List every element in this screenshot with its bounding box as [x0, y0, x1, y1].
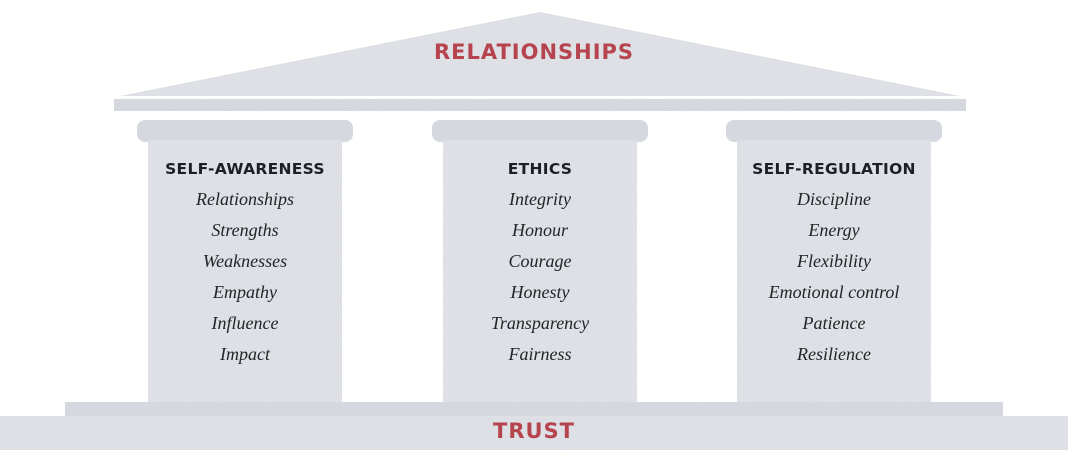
roof-label: RELATIONSHIPS: [433, 40, 635, 64]
pillar-items: Integrity Honour Courage Honesty Transpa…: [435, 184, 645, 370]
pillar-shaft-2: [443, 140, 637, 402]
pillar-shaft-3: [737, 140, 931, 402]
pillar-items: Discipline Energy Flexibility Emotional …: [729, 184, 939, 370]
pillar-item: Transparency: [490, 313, 590, 333]
pillar-title: SELF-REGULATION: [752, 160, 916, 178]
pillar-title: SELF-AWARENESS: [165, 160, 325, 178]
pillar-item: Honour: [511, 220, 568, 240]
pillar-item: Strengths: [211, 220, 279, 240]
architrave: [114, 99, 966, 111]
pillar-shaft-1: [148, 140, 342, 402]
pillar-item: Resilience: [797, 344, 871, 364]
pillar-capital-2: [432, 120, 648, 142]
pillar-item: Energy: [808, 220, 860, 240]
pillar-item: Patience: [802, 313, 866, 333]
pillar-title: ETHICS: [507, 160, 573, 178]
pillar-item: Fairness: [508, 344, 572, 364]
pillar-item: Emotional control: [768, 282, 900, 302]
roof: [120, 12, 960, 96]
pillar-self-awareness: SELF-AWARENESS Relationships Strengths W…: [140, 160, 350, 370]
pillar-item: Discipline: [797, 189, 871, 209]
pillar-item: Honesty: [510, 282, 570, 302]
base-step-top: [65, 402, 1003, 418]
pillar-self-regulation: SELF-REGULATION Discipline Energy Flexib…: [729, 160, 939, 370]
pillar-item: Impact: [220, 344, 270, 364]
pillar-item: Influence: [211, 313, 279, 333]
pillar-item: Integrity: [509, 189, 571, 209]
pillar-item: Relationships: [196, 189, 294, 209]
pillar-capital-1: [137, 120, 353, 142]
pillar-item: Flexibility: [797, 251, 871, 271]
pillar-item: Courage: [508, 251, 572, 271]
pillar-ethics: ETHICS Integrity Honour Courage Honesty …: [435, 160, 645, 370]
pillar-capital-3: [726, 120, 942, 142]
pillar-items: Relationships Strengths Weaknesses Empat…: [140, 184, 350, 370]
base-label: TRUST: [493, 419, 575, 443]
pillar-item: Weaknesses: [202, 251, 288, 271]
base-step-bottom: [0, 416, 1068, 450]
pillar-item: Empathy: [213, 282, 277, 302]
